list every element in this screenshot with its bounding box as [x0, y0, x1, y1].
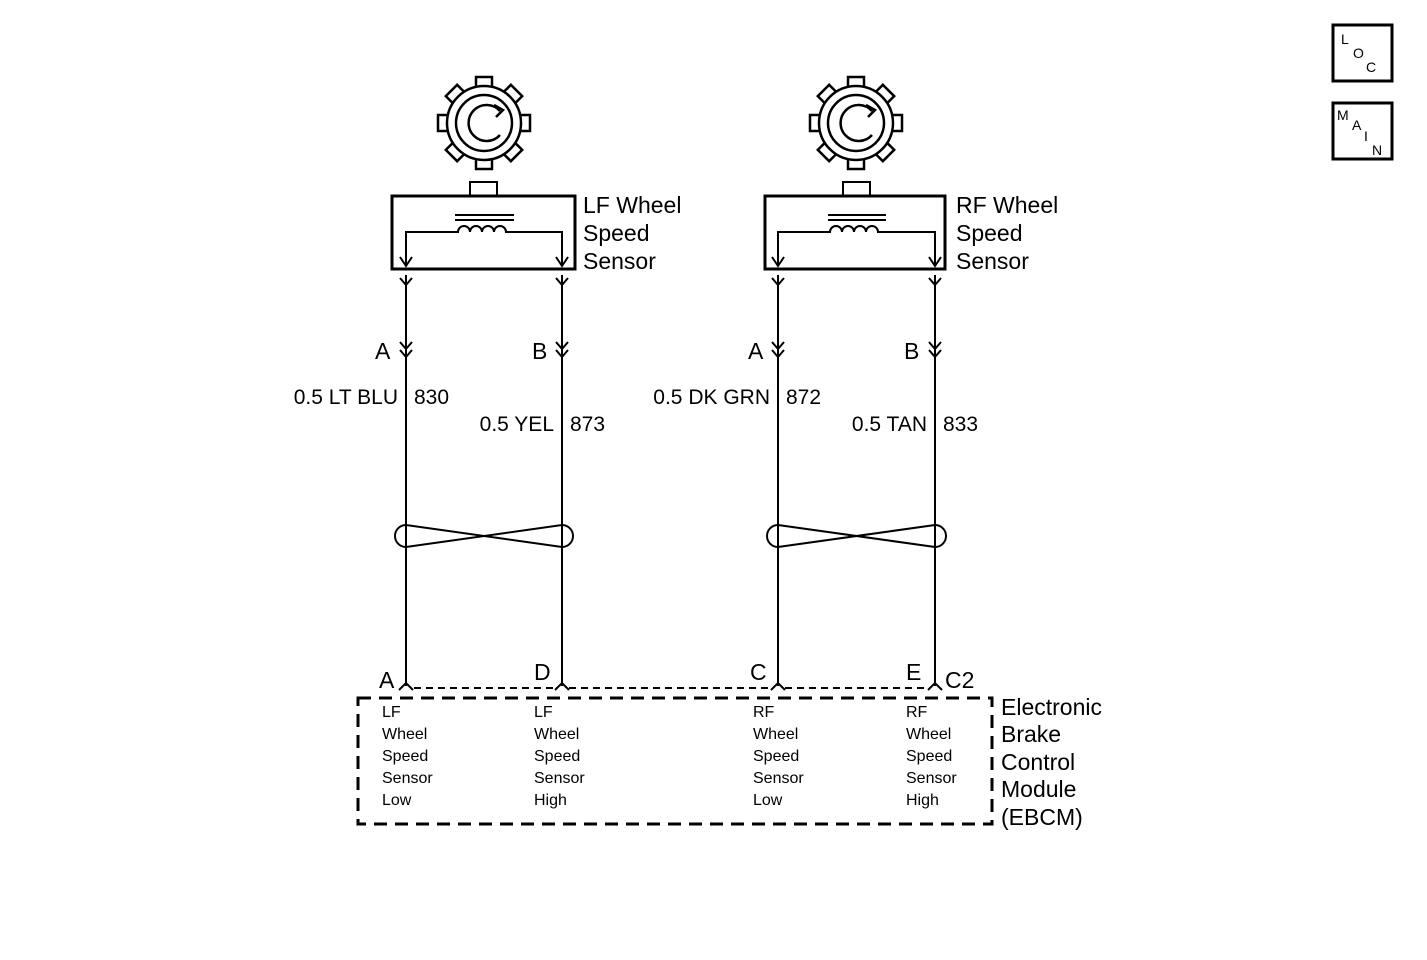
wire-rf-low	[770, 275, 786, 691]
svg-text:RF Wheel: RF Wheel	[956, 192, 1058, 218]
lf-sensor-box	[390, 181, 577, 271]
rf-sensor-box	[763, 181, 947, 271]
svg-text:Wheel: Wheel	[382, 726, 427, 743]
svg-text:Low: Low	[382, 792, 412, 809]
svg-text:RF: RF	[906, 704, 928, 721]
svg-text:Speed: Speed	[906, 748, 952, 765]
main-letter-i: I	[1364, 128, 1368, 144]
ebcm-pin-description: LF Wheel Speed Sensor High	[534, 704, 585, 809]
ebcm-module-box	[356, 687, 994, 826]
svg-text:Speed: Speed	[382, 748, 428, 765]
wire-rf-high	[927, 275, 943, 691]
svg-text:High: High	[906, 792, 939, 809]
ebcm-pin-description: RF Wheel Speed Sensor Low	[753, 704, 804, 809]
svg-text:Control: Control	[1001, 749, 1075, 775]
rf-pin-b-label: B	[904, 338, 919, 364]
svg-text:Low: Low	[753, 792, 783, 809]
ebcm-pin-letter: A	[379, 667, 395, 693]
svg-text:Sensor: Sensor	[583, 248, 656, 274]
lf-pin-b-label: B	[532, 338, 547, 364]
rf-tone-wheel-icon	[808, 75, 904, 171]
svg-text:Sensor: Sensor	[906, 770, 957, 787]
lf-tone-wheel-icon	[436, 75, 532, 171]
rf-pin-a-label: A	[748, 338, 764, 364]
svg-text:Module: Module	[1001, 776, 1076, 802]
svg-text:LF: LF	[382, 704, 401, 721]
ebcm-title: Electronic Brake Control Module (EBCM)	[1001, 694, 1102, 830]
svg-text:RF: RF	[753, 704, 775, 721]
svg-text:Speed: Speed	[956, 220, 1023, 246]
ebcm-connector-label: C2	[945, 667, 974, 693]
rf-sensor-label: RF Wheel Speed Sensor	[956, 192, 1058, 274]
wire-lf-high	[554, 275, 570, 691]
svg-text:Sensor: Sensor	[382, 770, 433, 787]
rf-twisted-pair-icon	[766, 524, 947, 548]
wire-color-label: 0.5 TAN	[852, 413, 927, 436]
svg-text:Wheel: Wheel	[534, 726, 579, 743]
ebcm-pin-description: LF Wheel Speed Sensor Low	[382, 704, 433, 809]
loc-letter-l: L	[1341, 31, 1349, 47]
circuit-number: 872	[786, 386, 821, 409]
main-letter-n: N	[1372, 142, 1382, 158]
wire-color-label: 0.5 YEL	[480, 413, 554, 436]
main-letter-m: M	[1337, 107, 1349, 123]
lf-sensor-label: LF Wheel Speed Sensor	[583, 192, 681, 274]
svg-text:Wheel: Wheel	[753, 726, 798, 743]
svg-text:LF Wheel: LF Wheel	[583, 192, 681, 218]
wire-color-label: 0.5 DK GRN	[653, 386, 770, 409]
svg-text:Speed: Speed	[753, 748, 799, 765]
loc-letter-c: C	[1366, 59, 1376, 75]
circuit-number: 873	[570, 413, 605, 436]
lf-twisted-pair-icon	[394, 524, 574, 548]
svg-text:Wheel: Wheel	[906, 726, 951, 743]
svg-text:Brake: Brake	[1001, 721, 1061, 747]
ebcm-pin-letter: D	[534, 659, 551, 685]
loc-letter-o: O	[1353, 45, 1364, 61]
wire-lf-low	[398, 275, 414, 691]
svg-text:High: High	[534, 792, 567, 809]
svg-text:Sensor: Sensor	[753, 770, 804, 787]
main-letter-a: A	[1352, 117, 1362, 133]
svg-text:Speed: Speed	[583, 220, 650, 246]
svg-text:(EBCM): (EBCM)	[1001, 804, 1083, 830]
lf-pin-a-label: A	[375, 338, 391, 364]
ebcm-pin-letter: C	[750, 659, 767, 685]
svg-text:Electronic: Electronic	[1001, 694, 1102, 720]
ebcm-pin-letter: E	[906, 659, 921, 685]
loc-button[interactable]: L O C	[1331, 23, 1394, 83]
svg-text:Speed: Speed	[534, 748, 580, 765]
svg-text:LF: LF	[534, 704, 553, 721]
svg-text:Sensor: Sensor	[956, 248, 1029, 274]
circuit-number: 830	[414, 386, 449, 409]
main-button[interactable]: M A I N	[1331, 101, 1394, 161]
wire-color-label: 0.5 LT BLU	[294, 386, 398, 409]
ebcm-pin-description: RF Wheel Speed Sensor High	[906, 704, 957, 809]
svg-text:Sensor: Sensor	[534, 770, 585, 787]
circuit-number: 833	[943, 413, 978, 436]
